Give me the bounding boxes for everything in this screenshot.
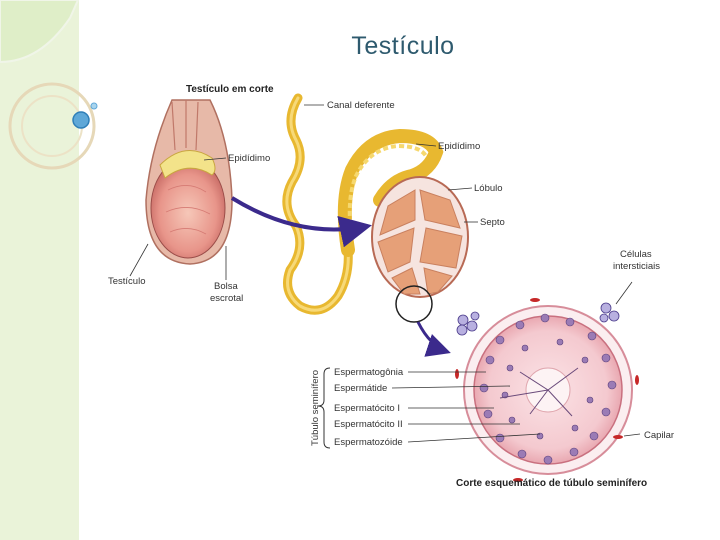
label-canal-deferente: Canal deferente: [327, 100, 395, 111]
label-celulas-line1: Células: [620, 249, 652, 260]
arrow-to-tubule: [416, 321, 451, 357]
tubule-bracket: [317, 367, 331, 449]
leader-capilar: [623, 433, 641, 437]
deco-ring-outer: [8, 82, 96, 170]
leader-testiculo: [129, 243, 149, 277]
label-espermatocito-1: Espermatócito I: [334, 403, 400, 414]
label-espermatozoide: Espermatozóide: [334, 437, 403, 448]
leader-espermatozoide: [407, 433, 541, 443]
label-espermatogonia: Espermatogônia: [334, 367, 404, 378]
leader-espermatide: [391, 385, 511, 389]
leader-celulas: [615, 281, 633, 305]
interstitial-cells: [456, 302, 620, 336]
label-capilar: Capilar: [644, 430, 674, 441]
scrotum-drawing: [145, 99, 233, 265]
label-celulas-line2: intersticiais: [613, 261, 660, 272]
label-tubulo-seminifero: Túbulo seminífero: [310, 370, 321, 446]
label-epididimo-left: Epidídimo: [228, 153, 270, 164]
leader-epididimo-right: [415, 143, 437, 147]
label-bolsa-line1: Bolsa: [214, 281, 238, 292]
deco-bubble-large: [72, 111, 90, 129]
magnifier-circle: [395, 285, 433, 323]
label-espermatocito-2: Espermatócito II: [334, 419, 403, 430]
lobules: [377, 189, 463, 295]
label-epididimo-right: Epidídimo: [438, 141, 480, 152]
leader-lobulo: [447, 187, 473, 191]
leader-epididimo-left: [203, 157, 227, 161]
slide-title: Testículo: [351, 32, 455, 60]
slide-sidebar: [0, 0, 79, 540]
corner-shape: [0, 0, 80, 64]
label-testiculo: Testículo: [108, 276, 146, 287]
label-espermatide: Espermátide: [334, 383, 387, 394]
label-septo: Septo: [480, 217, 505, 228]
epididymis-drawing: [337, 128, 444, 257]
capillaries: [455, 298, 639, 482]
label-lobulo: Lóbulo: [474, 183, 503, 194]
section-title: Testículo em corte: [186, 84, 274, 95]
arrow-to-section: [230, 196, 372, 248]
deco-bubble-small: [90, 102, 98, 110]
tubule-section: [463, 305, 633, 475]
sidebar-decoration: [0, 0, 98, 170]
diagram-caption: Corte esquemático de túbulo seminífero: [456, 478, 647, 489]
label-bolsa-line2: escrotal: [210, 293, 243, 304]
